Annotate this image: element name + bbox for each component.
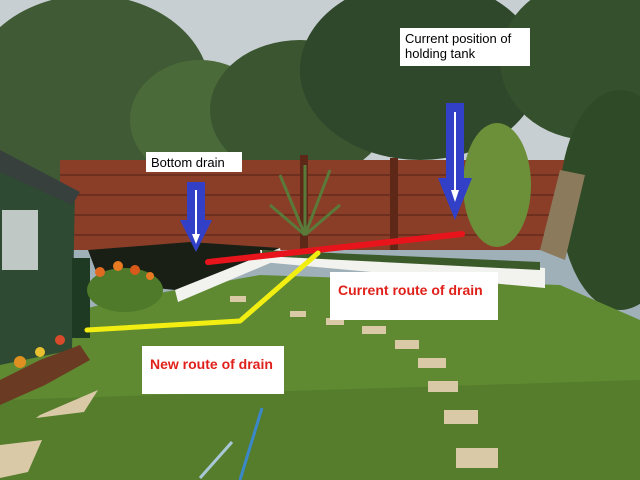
garden-shed [0, 150, 90, 365]
cordyline-plant [269, 165, 341, 237]
holding-tank-label: Current position of holding tank [400, 28, 530, 66]
new-route-label: New route of drain [142, 346, 284, 394]
orange-lilies [87, 261, 163, 312]
blue-pole-2 [198, 441, 234, 479]
wooden-pallet [540, 170, 585, 260]
planter-box [0, 335, 90, 405]
bottom-drain-label: Bottom drain [146, 152, 242, 172]
stepping-stones [0, 296, 498, 478]
current-route-label: Current route of drain [330, 272, 498, 320]
conifer-shrub [463, 123, 531, 247]
holding-tank-arrow [438, 103, 472, 220]
current-route-line [205, 231, 465, 265]
new-route-line [84, 250, 321, 333]
blue-pole [238, 407, 264, 480]
right-foliage [560, 90, 640, 310]
bottom-drain-arrow [180, 182, 212, 252]
